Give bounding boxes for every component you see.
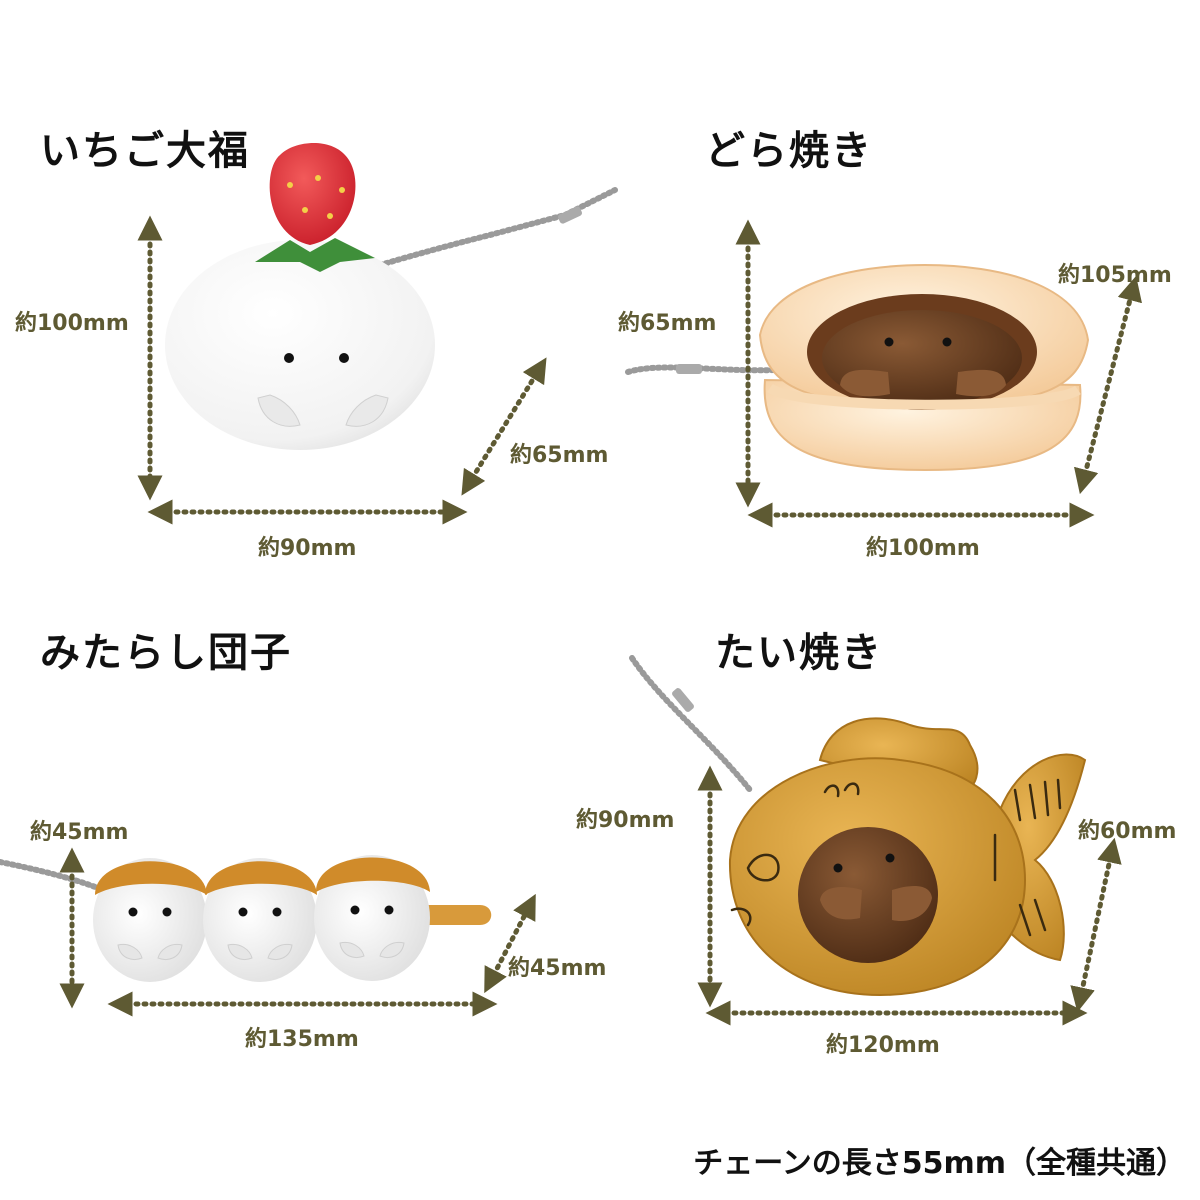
- dim-label-width: 約90mm: [258, 536, 357, 561]
- product-title-mitarashi-dango: みたらし団子: [40, 630, 292, 676]
- ball-chain: [0, 859, 111, 895]
- mitarashi-dango-plush: [0, 855, 492, 982]
- dim-label-height: 約65mm: [618, 311, 717, 336]
- dorayaki-plush: [625, 263, 1090, 472]
- dango-ball: [93, 858, 207, 982]
- dango-ball: [314, 855, 430, 981]
- dim-label-width: 約100mm: [866, 536, 980, 561]
- ichigo-daifuku-plush: [165, 142, 618, 450]
- strawberry-leaves: [255, 238, 375, 272]
- product-title-taiyaki: たい焼き: [715, 630, 883, 676]
- dim-arrow-depth: [1074, 275, 1142, 495]
- dim-arrow-depth: [461, 357, 547, 496]
- dim-label-depth: 約65mm: [510, 443, 609, 468]
- dimension-arrows: [59, 215, 1142, 1026]
- anko-bean: [798, 827, 938, 963]
- product-title-dorayaki: どら焼き: [705, 128, 873, 174]
- dim-label-depth: 約45mm: [508, 956, 607, 981]
- ball-chain: [629, 655, 753, 793]
- dim-label-height: 約90mm: [576, 808, 675, 833]
- dim-label-depth: 約60mm: [1078, 819, 1177, 844]
- product-title-ichigo-daifuku: いちご大福: [40, 128, 250, 174]
- mochi-body: [165, 240, 435, 450]
- skewer-stick: [420, 905, 492, 925]
- dim-label-width: 約120mm: [826, 1033, 940, 1058]
- strawberry: [269, 142, 356, 245]
- dango-ball: [203, 858, 317, 982]
- dim-arrow-depth: [484, 893, 536, 994]
- dim-label-height: 約45mm: [30, 820, 129, 845]
- dim-label-height: 約100mm: [15, 311, 129, 336]
- dim-label-width: 約135mm: [245, 1027, 359, 1052]
- dim-arrow-depth: [1070, 837, 1122, 1013]
- dim-label-depth: 約105mm: [1058, 263, 1172, 288]
- taiyaki-plush: [629, 655, 1087, 997]
- chain-length-note: チェーンの長さ55mm（全種共通）: [693, 1146, 1186, 1181]
